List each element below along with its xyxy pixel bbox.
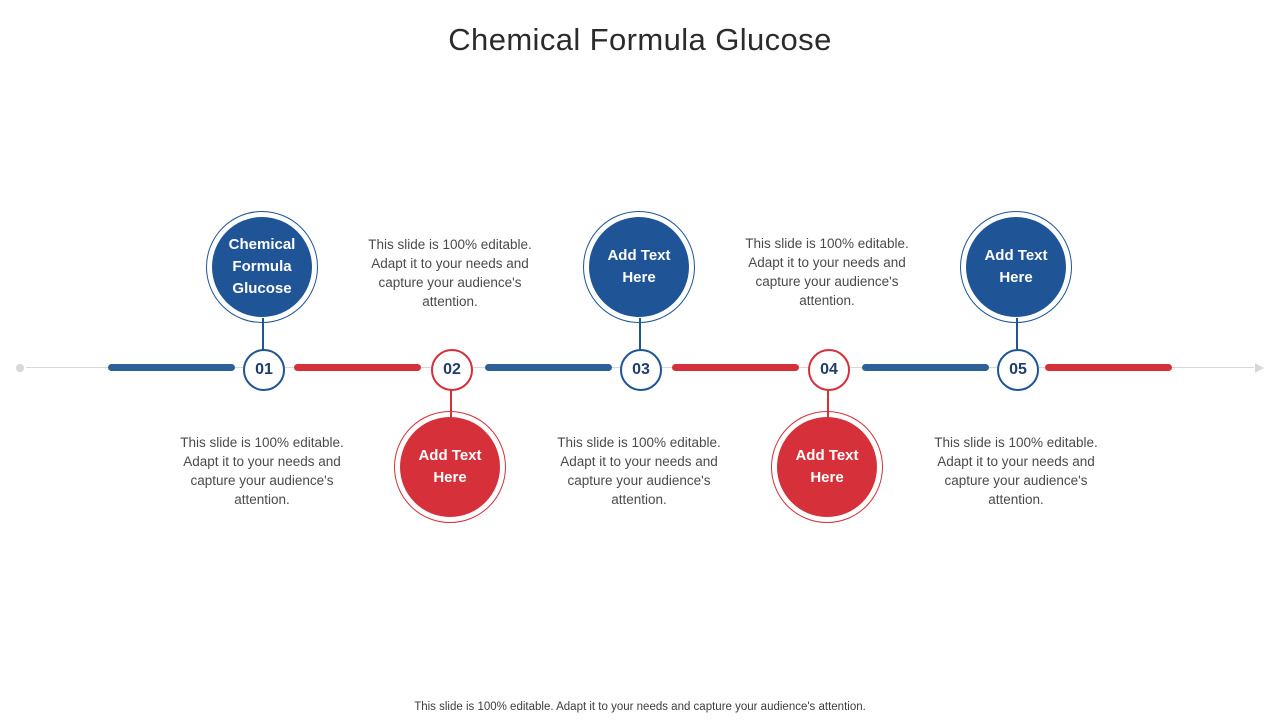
node-circle-4[interactable]: Add Text Here xyxy=(777,417,877,517)
node-ring-1 xyxy=(206,211,318,323)
segment-bar-1 xyxy=(108,364,235,371)
page-title: Chemical Formula Glucose xyxy=(448,22,832,57)
node-circle-label-5: Add Text Here xyxy=(984,247,1048,286)
step-number-1: 01 xyxy=(255,361,273,378)
axis-arrow-icon xyxy=(1255,363,1264,373)
segment-bar-5 xyxy=(862,364,989,371)
step-number-3: 03 xyxy=(632,361,650,378)
step-marker-3[interactable]: 03 xyxy=(620,349,662,391)
segment-bar-3 xyxy=(485,364,612,371)
footer-note: This slide is 100% editable. Adapt it to… xyxy=(414,701,866,713)
node-ring-2 xyxy=(394,411,506,523)
node-circle-1[interactable]: Chemical Formula Glucose xyxy=(212,217,312,317)
step-number-5: 05 xyxy=(1009,361,1027,378)
connector-stem-3 xyxy=(639,318,641,352)
node-circle-label-4: Add Text Here xyxy=(795,447,859,486)
step-number-2: 02 xyxy=(443,361,461,378)
node-ring-5 xyxy=(960,211,1072,323)
segment-bar-6 xyxy=(1045,364,1172,371)
node-ring-4 xyxy=(771,411,883,523)
connector-stem-1 xyxy=(262,318,264,352)
axis-start-dot xyxy=(16,364,24,372)
step-marker-4[interactable]: 04 xyxy=(808,349,850,391)
node-circle-2[interactable]: Add Text Here xyxy=(400,417,500,517)
step-description-4: This slide is 100% editable. Adapt it to… xyxy=(745,236,909,309)
step-number-4: 04 xyxy=(820,361,838,378)
step-marker-2[interactable]: 02 xyxy=(431,349,473,391)
node-ring-3 xyxy=(583,211,695,323)
step-description-5: This slide is 100% editable. Adapt it to… xyxy=(934,435,1098,508)
segment-bar-2 xyxy=(294,364,421,371)
node-circle-5[interactable]: Add Text Here xyxy=(966,217,1066,317)
node-circle-label-1: Chemical Formula Glucose xyxy=(228,236,296,297)
step-marker-5[interactable]: 05 xyxy=(997,349,1039,391)
step-description-1: This slide is 100% editable. Adapt it to… xyxy=(180,435,344,508)
step-description-3: This slide is 100% editable. Adapt it to… xyxy=(557,435,721,508)
connector-stem-4 xyxy=(827,384,829,418)
connector-stem-2 xyxy=(450,384,452,418)
connector-stem-5 xyxy=(1016,318,1018,352)
node-circle-label-2: Add Text Here xyxy=(418,447,482,486)
step-marker-1[interactable]: 01 xyxy=(243,349,285,391)
step-description-2: This slide is 100% editable. Adapt it to… xyxy=(368,237,532,310)
node-circle-label-3: Add Text Here xyxy=(607,247,671,286)
node-circle-3[interactable]: Add Text Here xyxy=(589,217,689,317)
segment-bar-4 xyxy=(672,364,799,371)
